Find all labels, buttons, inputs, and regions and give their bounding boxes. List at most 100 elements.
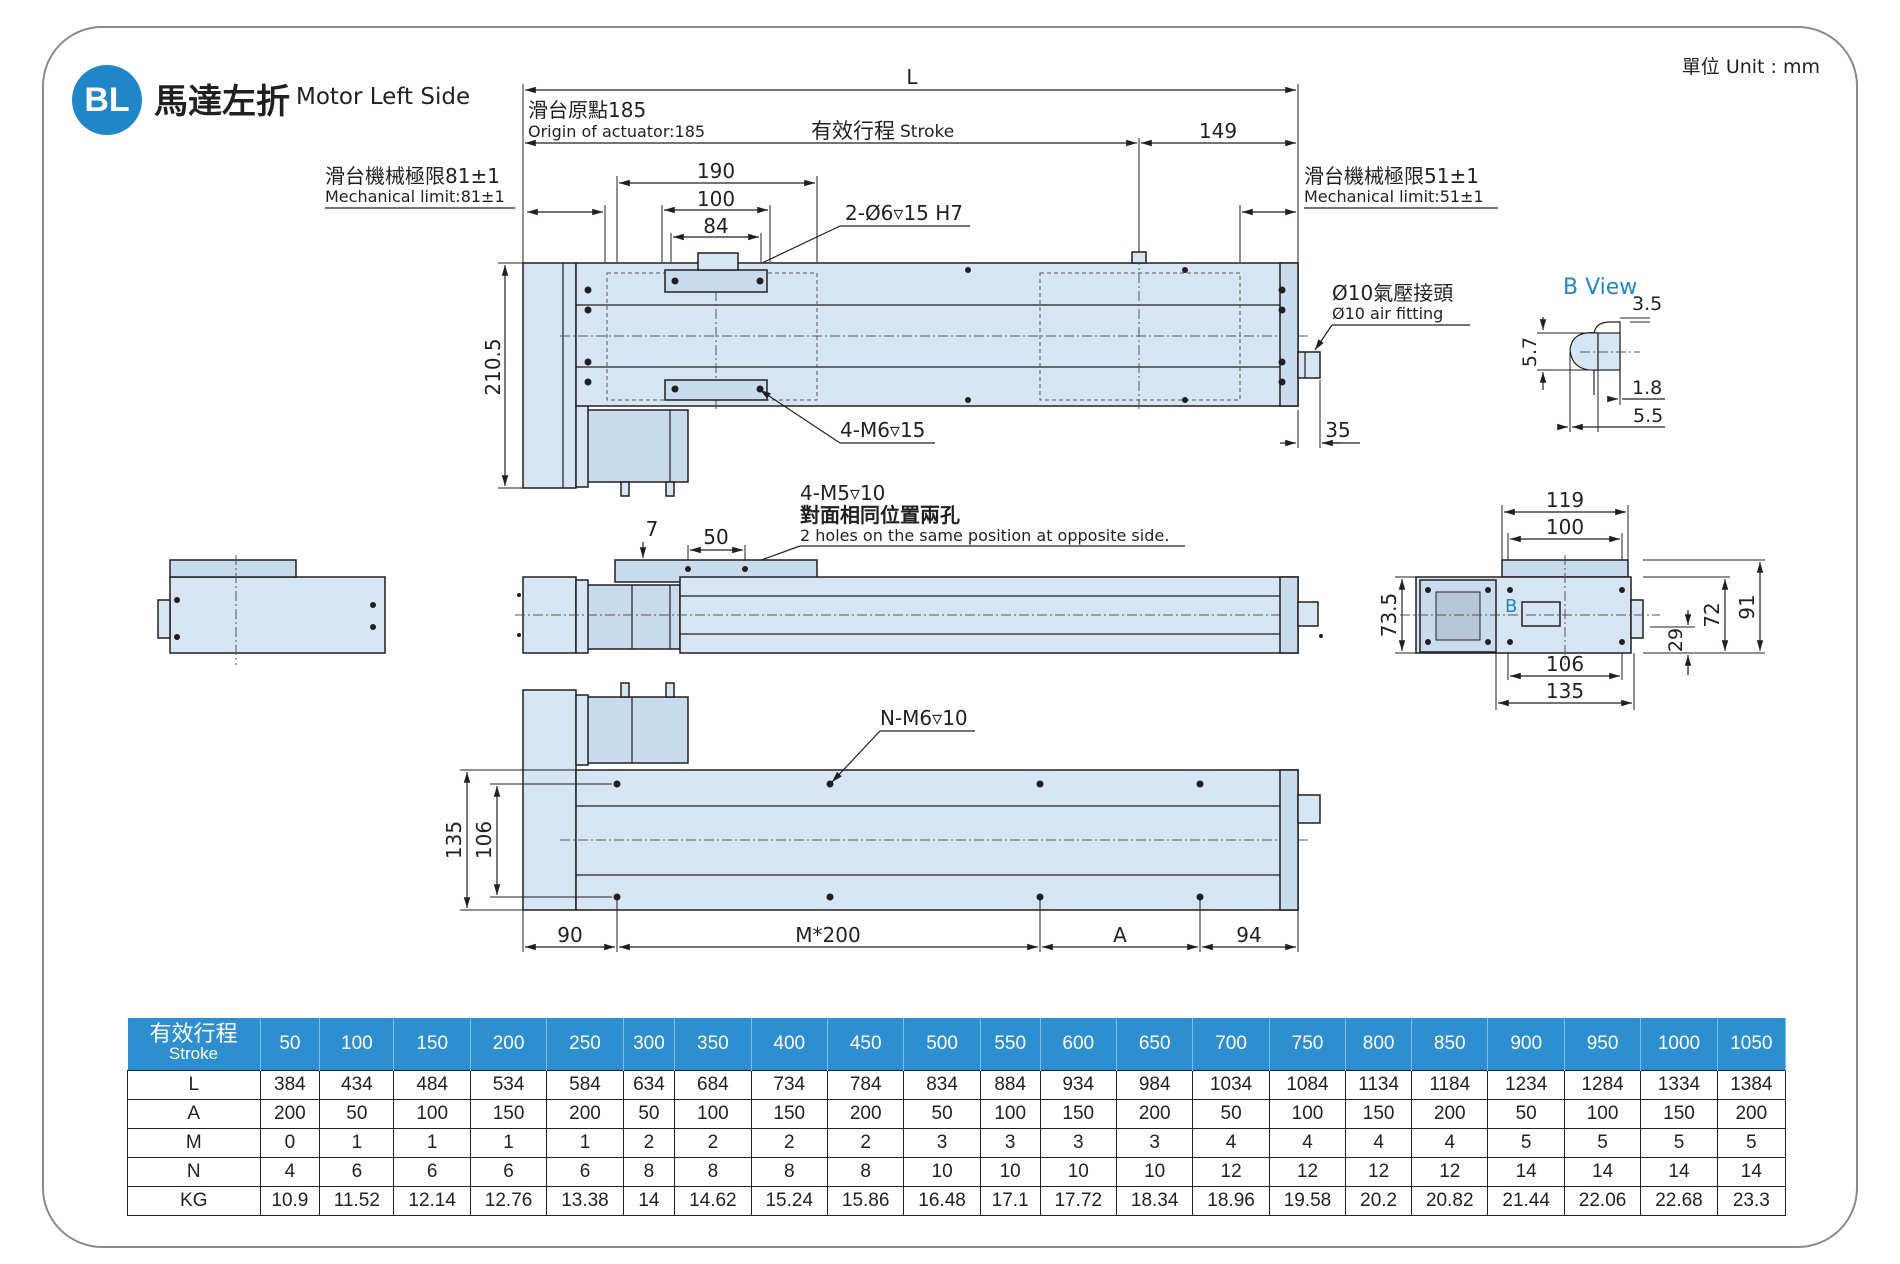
table-cell: 200 [1115, 1099, 1194, 1129]
table-cell: 200 [1411, 1099, 1489, 1129]
table-cell: 18.96 [1192, 1186, 1270, 1216]
dim-135-bottom: 135 [442, 821, 466, 859]
table-cell: 200 [1716, 1099, 1787, 1129]
air-fitting-en: Ø10 air fitting [1332, 304, 1443, 323]
row-label: A [127, 1099, 261, 1129]
table-cell: 10 [903, 1157, 981, 1187]
stroke-label-zh: 有效行程 [811, 119, 895, 143]
stroke-column-header: 200 [470, 1018, 548, 1071]
dim-100-top: 100 [697, 187, 735, 211]
mech-limit-51-en: Mechanical limit:51±1 [1304, 187, 1484, 206]
table-cell: 6 [469, 1157, 548, 1187]
stroke-column-header: 950 [1564, 1018, 1642, 1071]
table-cell: 2 [826, 1128, 905, 1158]
b-view-marker: B [1505, 596, 1517, 617]
table-cell: 18.34 [1115, 1186, 1194, 1216]
table-cell: 6 [546, 1157, 624, 1187]
stroke-column-header: 750 [1269, 1018, 1347, 1071]
origin-label-en: Origin of actuator:185 [528, 122, 705, 141]
dim-29: 29 [1665, 628, 1687, 652]
table-cell: 14 [1563, 1157, 1642, 1187]
top-view: L 滑台原點185 Origin of actuator:185 有效行程 St… [325, 65, 1498, 497]
right-end-view: 119 100 B 73.5 91 72 29 106 [1377, 488, 1765, 710]
table-cell: 200 [259, 1099, 321, 1129]
table-cell: 50 [622, 1099, 676, 1129]
table-cell: 684 [674, 1070, 752, 1100]
b-view-title: B View [1563, 275, 1637, 300]
table-cell: 6 [319, 1157, 395, 1187]
title-english: Motor Left Side [296, 84, 471, 110]
table-cell: 20.2 [1345, 1186, 1413, 1216]
table-cell: 20.82 [1411, 1186, 1489, 1216]
table-cell: 100 [979, 1099, 1041, 1129]
dim-91: 91 [1735, 594, 1759, 619]
dim-73-5: 73.5 [1377, 593, 1401, 638]
dim-90: 90 [557, 923, 582, 947]
table-cell: 150 [469, 1099, 548, 1129]
pin-hole-note: 2-Ø6▿15 H7 [845, 201, 963, 225]
table-cell: 2 [750, 1128, 828, 1158]
table-cell: 15.24 [750, 1186, 828, 1216]
table-cell: 1084 [1268, 1070, 1347, 1100]
table-cell: 1134 [1345, 1070, 1413, 1100]
table-cell: 12 [1192, 1157, 1270, 1187]
table-cell: 100 [1563, 1099, 1642, 1129]
table-cell: 150 [1345, 1099, 1413, 1129]
dim-50: 50 [703, 525, 728, 549]
table-cell: 3 [903, 1128, 981, 1158]
stroke-column-header: 400 [751, 1018, 828, 1071]
table-cell: 10 [1115, 1157, 1194, 1187]
table-cell: 534 [469, 1070, 548, 1100]
table-cell: 150 [750, 1099, 828, 1129]
table-cell: 19.58 [1268, 1186, 1347, 1216]
table-cell: 3 [979, 1128, 1041, 1158]
table-cell: 12 [1345, 1157, 1413, 1187]
table-cell: 200 [546, 1099, 624, 1129]
table-cell: 4 [1411, 1128, 1489, 1158]
dim-72: 72 [1700, 602, 1724, 627]
stroke-column-header: 900 [1487, 1018, 1565, 1071]
stroke-column-header: 600 [1040, 1018, 1117, 1071]
table-cell: 100 [1268, 1099, 1347, 1129]
table-cell: 984 [1115, 1070, 1194, 1100]
table-cell: 12.14 [393, 1186, 471, 1216]
stroke-column-header: 300 [623, 1018, 676, 1071]
table-cell: 784 [826, 1070, 905, 1100]
dim-L: L [906, 65, 918, 89]
table-cell: 12 [1268, 1157, 1347, 1187]
table-cell: 734 [750, 1070, 828, 1100]
stroke-column-header: 350 [674, 1018, 752, 1071]
table-cell: 16.48 [903, 1186, 981, 1216]
table-cell: 8 [674, 1157, 752, 1187]
table-cell: 8 [826, 1157, 905, 1187]
table-cell: 150 [1640, 1099, 1718, 1129]
table-cell: 5 [1640, 1128, 1718, 1158]
header-stroke-en: Stroke [168, 1044, 219, 1063]
origin-label-zh: 滑台原點185 [528, 98, 646, 122]
table-cell: 50 [1487, 1099, 1565, 1129]
stroke-column-header: 1000 [1640, 1018, 1718, 1071]
bottom-view: N-M6▿10 135 106 90 M*200 A 94 [442, 682, 1321, 952]
table-cell: 2 [622, 1128, 676, 1158]
table-cell: 10.9 [259, 1186, 321, 1216]
stroke-column-header: 850 [1411, 1018, 1489, 1071]
dim-106-bottom: 106 [472, 821, 496, 859]
side-view: 4-M5▿10 對面相同位置兩孔 2 holes on the same pos… [515, 481, 1323, 654]
table-cell: 934 [1039, 1070, 1117, 1100]
dim-7: 7 [646, 517, 659, 541]
m6-hole-note: 4-M6▿15 [840, 418, 925, 442]
table-cell: 23.3 [1716, 1186, 1787, 1216]
dim-190: 190 [697, 159, 735, 183]
left-end-view [157, 555, 386, 665]
table-cell: 5 [1487, 1128, 1565, 1158]
series-badge: BL [72, 65, 142, 135]
dim-35: 35 [1325, 418, 1350, 442]
table-cell: 13.38 [546, 1186, 624, 1216]
table-cell: 14 [1487, 1157, 1565, 1187]
stroke-column-header: 550 [980, 1018, 1041, 1071]
table-cell: 100 [393, 1099, 471, 1129]
table-cell: 100 [674, 1099, 752, 1129]
stroke-column-header: 500 [903, 1018, 981, 1071]
